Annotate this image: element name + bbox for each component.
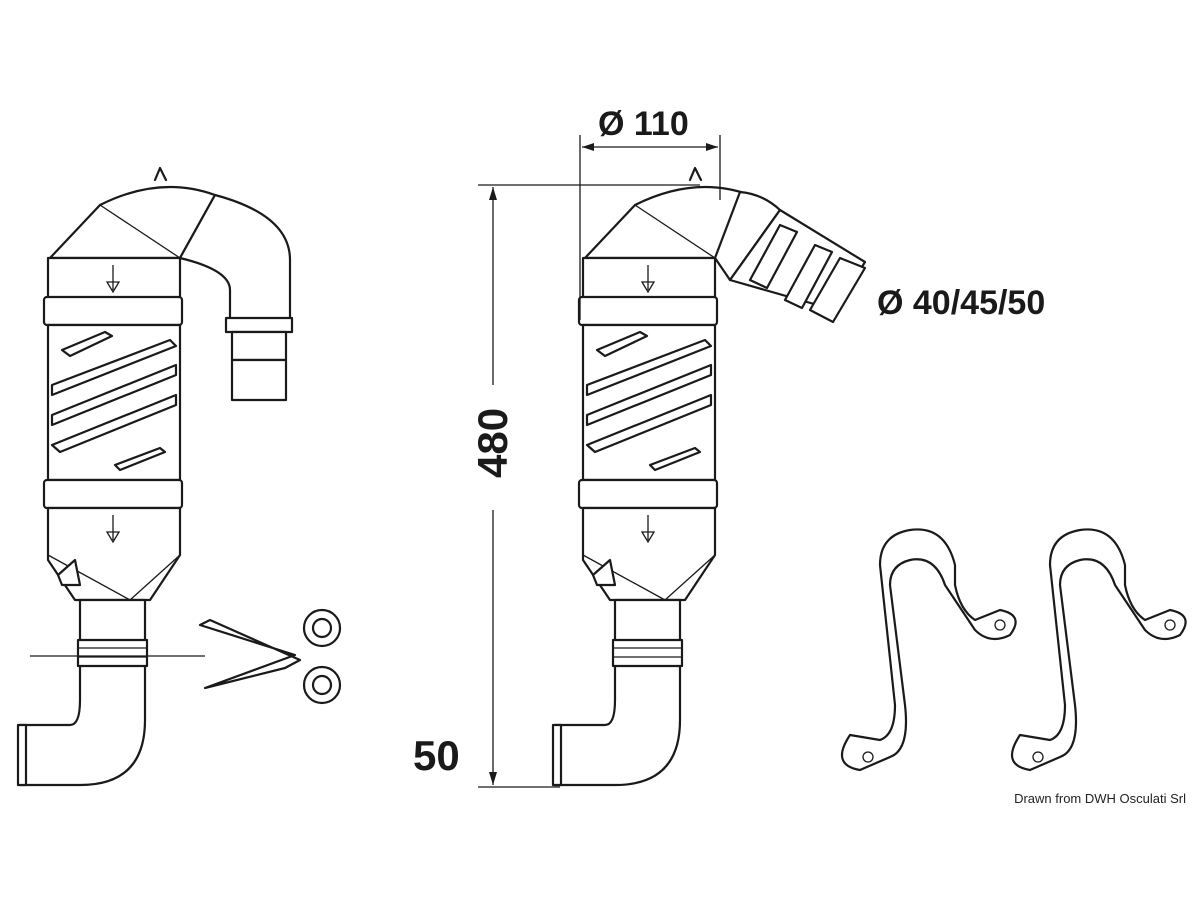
outlet-pipe-left — [16, 598, 149, 787]
hose-band — [224, 316, 294, 334]
body-diameter-label: Ø 110 — [598, 105, 689, 143]
muffler-center — [551, 166, 867, 787]
hose-step — [230, 330, 288, 362]
mounting-clamp-2 — [1010, 528, 1187, 772]
outlet-pipe-center — [551, 598, 684, 787]
muffler-left — [16, 166, 294, 787]
hose-end — [230, 358, 288, 402]
outlet-height-label: 50 — [413, 732, 460, 779]
hose-diameter-label: Ø 40/45/50 — [877, 284, 1045, 322]
scissors-icon — [198, 608, 342, 705]
dimension-height: 480 — [469, 184, 700, 788]
inlet-pipe-left — [178, 193, 292, 322]
height-label: 480 — [469, 408, 516, 478]
mounting-clamp-1 — [840, 528, 1017, 772]
dimension-diameter-body: Ø 110 — [579, 105, 721, 320]
credit-text: Drawn from DWH Osculati Srl — [1014, 791, 1186, 806]
muffler-body-left — [42, 166, 217, 602]
